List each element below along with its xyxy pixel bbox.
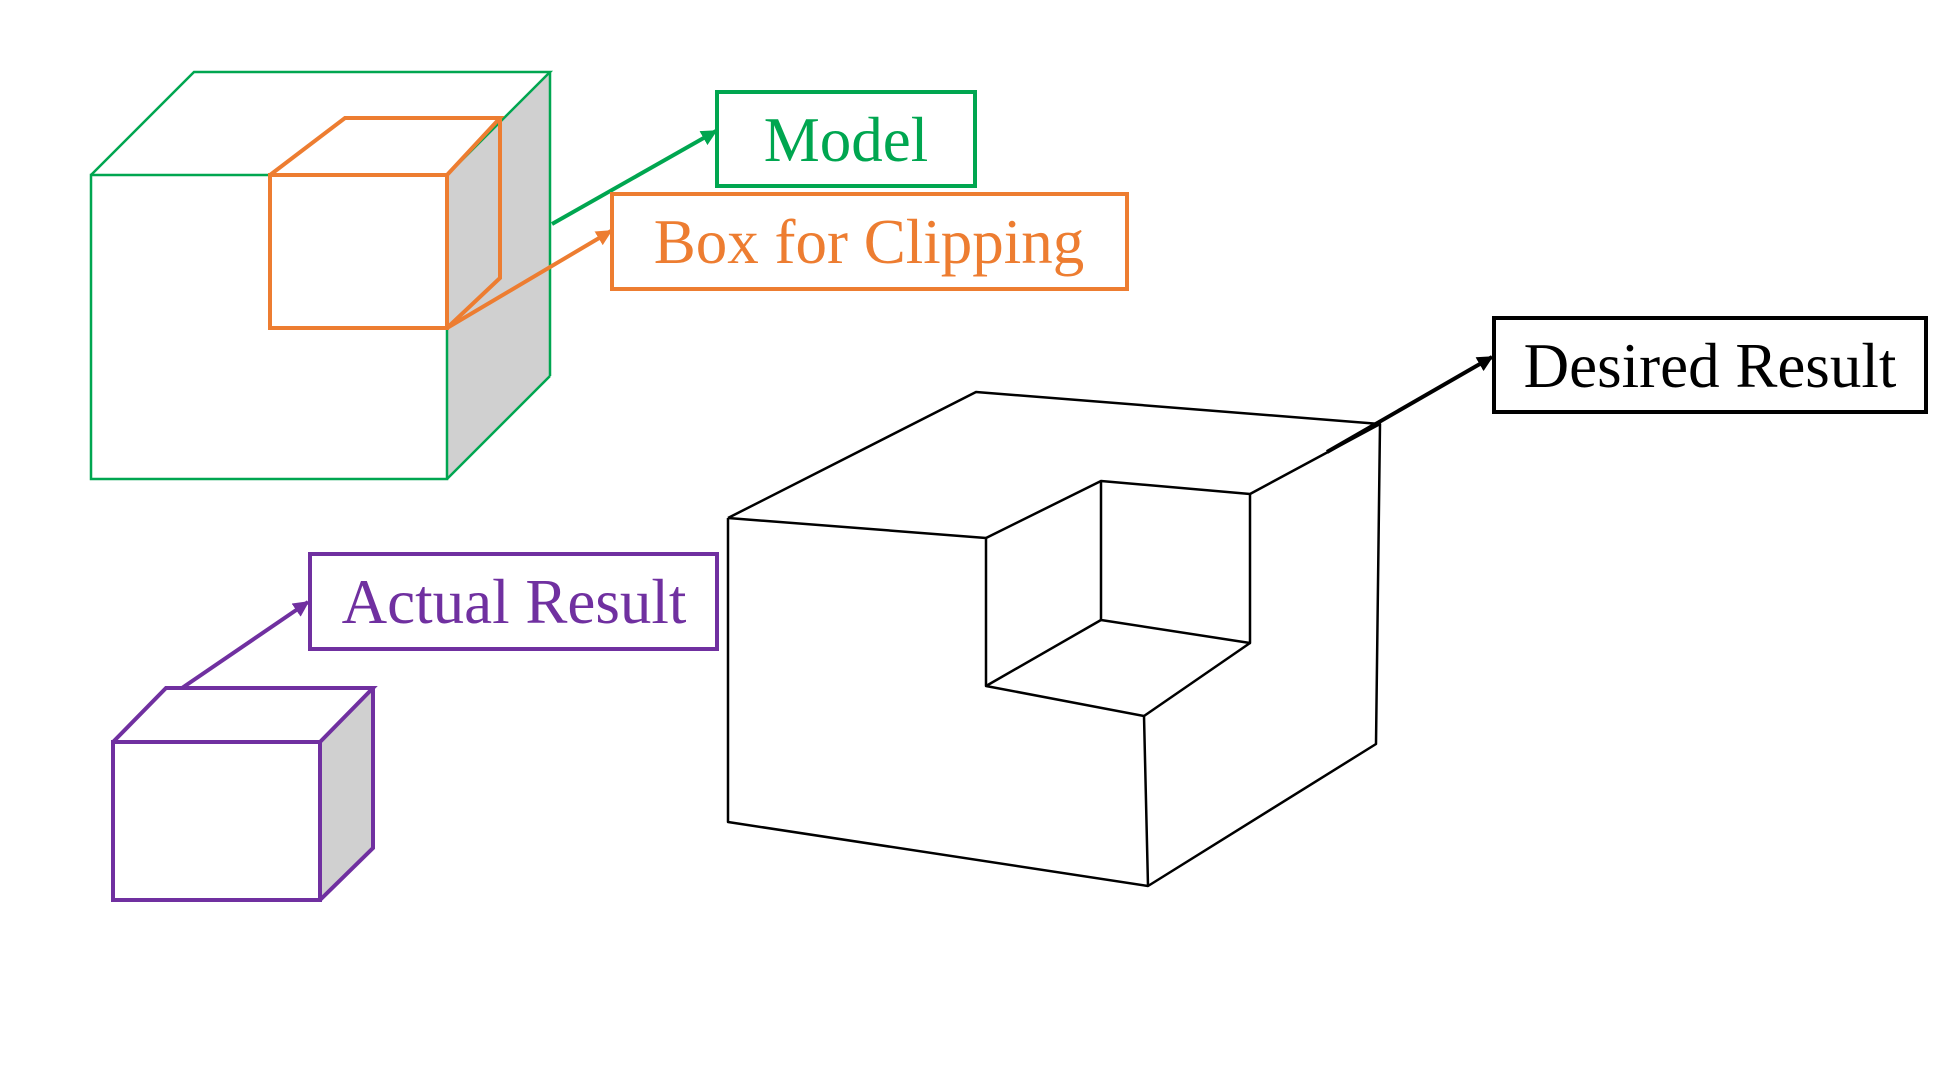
model-arrow xyxy=(551,129,718,226)
desired-shape-notch-floor-right xyxy=(1143,641,1251,718)
actual-result-label: Actual Result xyxy=(342,567,687,637)
model-label-frame xyxy=(715,90,977,188)
actual-result-label-box: Actual Result xyxy=(308,552,719,651)
desired-shape-notch-top xyxy=(985,422,1381,540)
desired-result-label: Desired Result xyxy=(1524,331,1897,401)
clip-box-label: Box for Clipping xyxy=(654,207,1085,277)
desired-result-arrow xyxy=(1326,355,1494,454)
desired-shape-notch-floor-left xyxy=(985,618,1102,688)
model-label: Model xyxy=(764,105,928,175)
model-label-box: Model xyxy=(715,90,977,188)
desired-result-shape xyxy=(726,390,1382,888)
actual-cube-side-edges xyxy=(318,688,375,902)
desired-shape-outline xyxy=(726,390,1382,888)
clip-box-label-box: Box for Clipping xyxy=(610,192,1129,291)
desired-result-label-box: Desired Result xyxy=(1492,316,1928,414)
actual-result-cube xyxy=(111,686,378,902)
actual-cube-top-edges xyxy=(111,686,378,744)
actual-cube-front-face xyxy=(111,740,322,902)
clip-box-side-edges xyxy=(445,118,502,330)
clip-box-label-frame xyxy=(610,192,1129,291)
actual-result-label-frame xyxy=(308,552,719,651)
actual-cube-side-face xyxy=(320,688,373,900)
model-cube-bottom-edge xyxy=(446,375,551,480)
clip-box-front-face xyxy=(268,173,449,330)
clip-box-top-edges xyxy=(268,116,505,177)
desired-result-label-frame xyxy=(1492,316,1928,414)
actual-result-arrow xyxy=(180,600,310,690)
desired-shape-notch-back xyxy=(1099,481,1252,645)
clip-box-arrow xyxy=(445,229,613,330)
clip-box xyxy=(268,116,505,330)
